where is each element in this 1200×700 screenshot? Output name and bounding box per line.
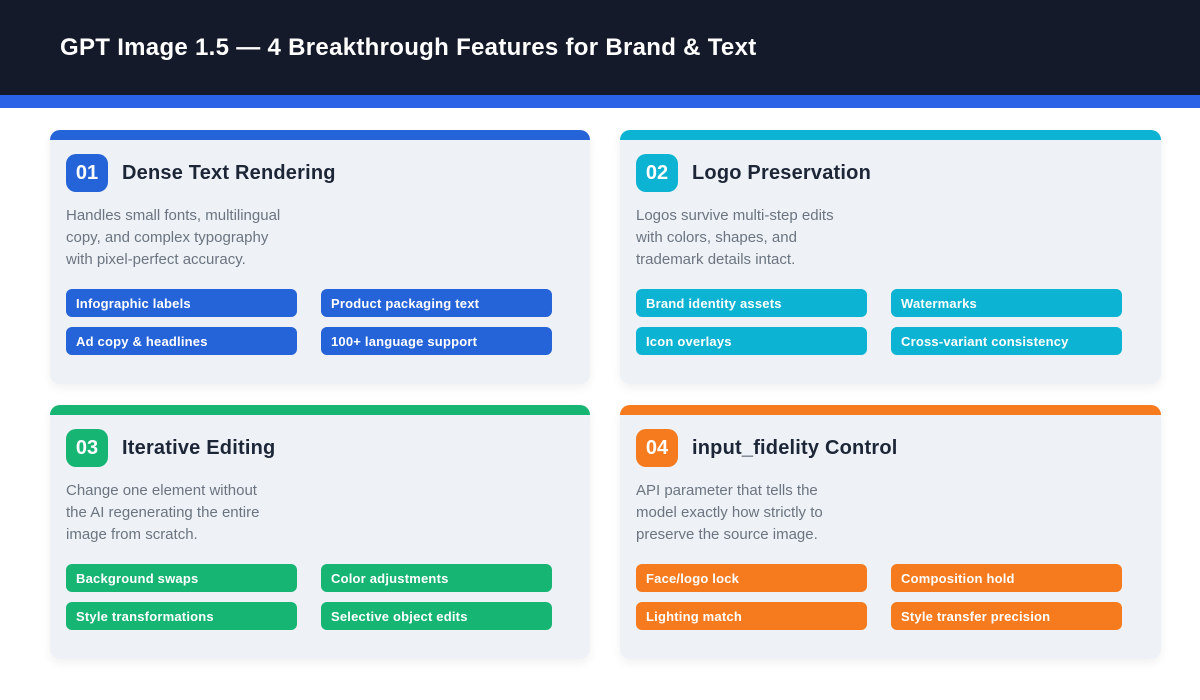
tag-chip: Selective object edits	[321, 602, 552, 630]
feature-card-iterative-editing: 03 Iterative Editing Change one element …	[50, 405, 590, 659]
tag-chip: Lighting match	[636, 602, 867, 630]
tag-chip: Color adjustments	[321, 564, 552, 592]
header-accent-bar	[0, 95, 1200, 108]
tag-chip: Infographic labels	[66, 289, 297, 317]
card-accent-bar	[50, 130, 590, 140]
feature-number-badge: 01	[66, 154, 108, 192]
tag-list: Face/logo lock Composition hold Lighting…	[636, 564, 1145, 630]
card-body: 01 Dense Text Rendering Handles small fo…	[50, 140, 590, 355]
feature-title: Dense Text Rendering	[122, 161, 336, 184]
card-header: 04 input_fidelity Control	[636, 429, 1145, 467]
tag-chip: Product packaging text	[321, 289, 552, 317]
card-body: 03 Iterative Editing Change one element …	[50, 415, 590, 630]
feature-card-input-fidelity: 04 input_fidelity Control API parameter …	[620, 405, 1161, 659]
feature-grid: 01 Dense Text Rendering Handles small fo…	[50, 130, 1161, 659]
tag-chip: Cross-variant consistency	[891, 327, 1122, 355]
card-header: 03 Iterative Editing	[66, 429, 574, 467]
tag-list: Background swaps Color adjustments Style…	[66, 564, 574, 630]
feature-title: Iterative Editing	[122, 436, 276, 459]
card-body: 04 input_fidelity Control API parameter …	[620, 415, 1161, 630]
feature-title: input_fidelity Control	[692, 436, 898, 459]
tag-chip: Watermarks	[891, 289, 1122, 317]
page-title: GPT Image 1.5 — 4 Breakthrough Features …	[60, 33, 757, 61]
tag-list: Infographic labels Product packaging tex…	[66, 289, 574, 355]
tag-chip: Face/logo lock	[636, 564, 867, 592]
tag-chip: 100+ language support	[321, 327, 552, 355]
tag-chip: Background swaps	[66, 564, 297, 592]
feature-number-badge: 03	[66, 429, 108, 467]
card-header: 02 Logo Preservation	[636, 154, 1145, 192]
tag-list: Brand identity assets Watermarks Icon ov…	[636, 289, 1145, 355]
feature-card-dense-text: 01 Dense Text Rendering Handles small fo…	[50, 130, 590, 384]
tag-chip: Style transfer precision	[891, 602, 1122, 630]
card-accent-bar	[620, 130, 1161, 140]
feature-description: Logos survive multi-step edits with colo…	[636, 207, 834, 268]
card-header: 01 Dense Text Rendering	[66, 154, 574, 192]
tag-chip: Style transformations	[66, 602, 297, 630]
feature-title: Logo Preservation	[692, 161, 871, 184]
tag-chip: Icon overlays	[636, 327, 867, 355]
card-accent-bar	[50, 405, 590, 415]
header: GPT Image 1.5 — 4 Breakthrough Features …	[0, 0, 1200, 95]
card-body: 02 Logo Preservation Logos survive multi…	[620, 140, 1161, 355]
card-accent-bar	[620, 405, 1161, 415]
feature-description: API parameter that tells the model exact…	[636, 482, 823, 543]
feature-description: Change one element without the AI regene…	[66, 482, 260, 543]
feature-card-logo-preservation: 02 Logo Preservation Logos survive multi…	[620, 130, 1161, 384]
tag-chip: Ad copy & headlines	[66, 327, 297, 355]
feature-number-badge: 02	[636, 154, 678, 192]
tag-chip: Composition hold	[891, 564, 1122, 592]
tag-chip: Brand identity assets	[636, 289, 867, 317]
feature-description: Handles small fonts, multilingual copy, …	[66, 207, 281, 268]
feature-number-badge: 04	[636, 429, 678, 467]
